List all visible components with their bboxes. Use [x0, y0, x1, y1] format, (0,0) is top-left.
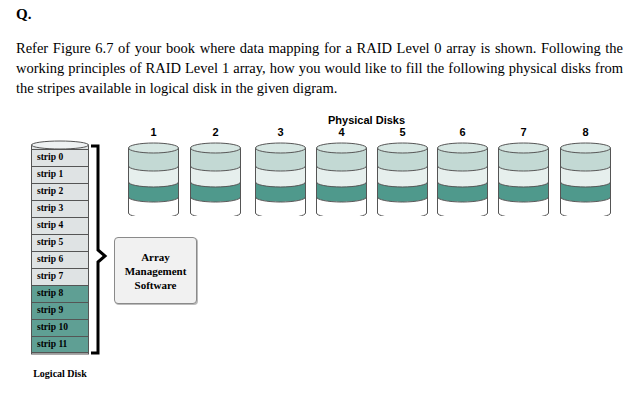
- strip-label: strip 4: [37, 220, 63, 230]
- strip-label: strip 11: [37, 339, 67, 349]
- disk-number: 8: [560, 126, 611, 138]
- strip-box: strip 3: [31, 200, 89, 217]
- strip-box: strip 9: [31, 302, 89, 319]
- disk-number: 2: [190, 126, 241, 138]
- disk-number: 4: [316, 126, 367, 138]
- strip-label: strip 7: [37, 271, 63, 281]
- strip-label: strip 8: [37, 288, 63, 298]
- disk-caption: Logical Disk: [11, 368, 109, 379]
- strip-label: strip 1: [37, 169, 63, 179]
- strip-label: strip 2: [37, 186, 63, 196]
- physical-disk: 4: [316, 124, 367, 216]
- software-box: Array Management Software: [114, 237, 197, 304]
- strip-box: strip 6: [31, 251, 89, 268]
- disk-number: 5: [377, 126, 428, 138]
- strip-box: strip 11: [31, 336, 89, 353]
- brace: [91, 146, 105, 353]
- strip-box: strip 10: [31, 319, 89, 336]
- strip-box: strip 5: [31, 234, 89, 251]
- strip-box: strip 2: [31, 183, 89, 200]
- physical-disk: 8: [560, 124, 611, 216]
- physical-disk: 7: [498, 124, 549, 216]
- disk-number: 1: [128, 126, 179, 138]
- strip-label: strip 5: [37, 237, 63, 247]
- strip-box: strip 1: [31, 166, 89, 183]
- physical-disk: 1: [128, 124, 179, 216]
- strip-label: strip 3: [37, 203, 63, 213]
- physical-disk: 6: [437, 124, 488, 216]
- physical-disk: 5: [377, 124, 428, 216]
- disk-number: 3: [255, 126, 306, 138]
- physical-disk: 3: [255, 124, 306, 216]
- strip-label: strip 0: [37, 152, 63, 162]
- strip-label: strip 9: [37, 305, 63, 315]
- disk-number: 6: [437, 126, 488, 138]
- strip-box: strip 7: [31, 268, 89, 285]
- strip-box: strip 0: [31, 149, 89, 166]
- strip-box: strip 8: [31, 285, 89, 302]
- question-title: Q.: [16, 6, 31, 23]
- strip-label: strip 6: [37, 254, 63, 264]
- logical-disk: Logical Diskstrip 0strip 1strip 2strip 3…: [31, 140, 89, 354]
- disk-number: 7: [498, 126, 549, 138]
- strip-label: strip 10: [37, 322, 68, 332]
- strip-box: strip 4: [31, 217, 89, 234]
- box-text: Array Management Software: [121, 250, 191, 292]
- question-text: Refer Figure 6.7 of your book where data…: [16, 38, 623, 98]
- physical-disk: 2: [190, 124, 241, 216]
- group-label: Physical Disks: [328, 114, 405, 126]
